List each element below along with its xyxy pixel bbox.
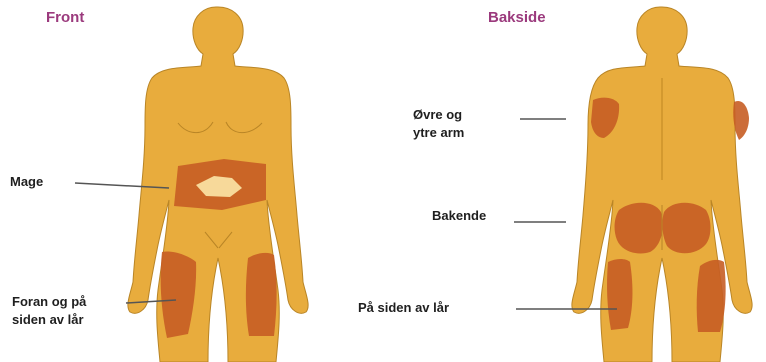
front-right-thigh-zone [246,253,277,336]
back-left-thigh-zone [607,259,632,330]
back-right-thigh-zone [697,260,726,332]
front-figure [128,7,308,362]
